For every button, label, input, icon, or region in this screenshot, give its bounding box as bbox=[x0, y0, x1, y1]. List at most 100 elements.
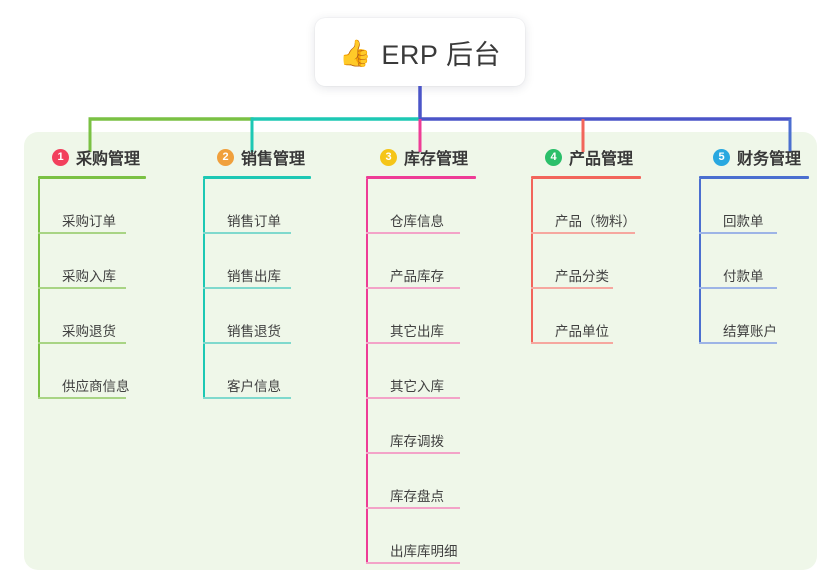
module-item-label: 产品分类 bbox=[555, 269, 609, 284]
module-item-label: 产品库存 bbox=[390, 269, 444, 284]
module-number-badge: 4 bbox=[545, 148, 562, 166]
module-item[interactable]: 库存盘点 bbox=[366, 454, 476, 509]
module-item-label: 采购入库 bbox=[62, 269, 116, 284]
module-item-rule bbox=[203, 397, 291, 399]
thumbs-up-icon: 👍 bbox=[339, 38, 372, 68]
module-item[interactable]: 客户信息 bbox=[203, 344, 311, 399]
module-item-label: 供应商信息 bbox=[62, 379, 130, 394]
module-item-rule bbox=[366, 507, 460, 509]
module-item[interactable]: 供应商信息 bbox=[38, 344, 146, 399]
module-item[interactable]: 产品单位 bbox=[531, 289, 641, 344]
module-number-badge: 5 bbox=[713, 148, 730, 166]
module-item-label: 其它入库 bbox=[390, 379, 444, 394]
module-column: 2 销售管理销售订单销售出库销售退货客户信息 bbox=[203, 146, 311, 399]
module-item-label: 回款单 bbox=[723, 214, 764, 229]
module-title: 库存管理 bbox=[404, 151, 469, 168]
module-item[interactable]: 采购订单 bbox=[38, 179, 146, 234]
module-item-label: 采购退货 bbox=[62, 324, 116, 339]
module-item-label: 库存盘点 bbox=[390, 489, 444, 504]
module-item-label: 付款单 bbox=[723, 269, 764, 284]
module-item-rule bbox=[699, 342, 777, 344]
module-item[interactable]: 产品分类 bbox=[531, 234, 641, 289]
module-item-rule bbox=[699, 287, 777, 289]
module-item[interactable]: 其它入库 bbox=[366, 344, 476, 399]
module-item[interactable]: 产品库存 bbox=[366, 234, 476, 289]
module-item-label: 产品单位 bbox=[555, 324, 609, 339]
module-item[interactable]: 回款单 bbox=[699, 179, 809, 234]
module-header-rule bbox=[366, 176, 476, 179]
module-item[interactable]: 产品（物料） bbox=[531, 179, 641, 234]
module-item-list: 采购订单采购入库采购退货供应商信息 bbox=[38, 179, 146, 399]
module-item[interactable]: 其它出库 bbox=[366, 289, 476, 344]
module-number-badge: 3 bbox=[380, 148, 397, 166]
module-item[interactable]: 仓库信息 bbox=[366, 179, 476, 234]
module-item[interactable]: 销售出库 bbox=[203, 234, 311, 289]
module-item-rule bbox=[38, 397, 126, 399]
module-item-rule bbox=[366, 232, 460, 234]
module-item-rule bbox=[38, 232, 126, 234]
module-item-label: 销售订单 bbox=[227, 214, 281, 229]
module-item-rule bbox=[531, 232, 635, 234]
module-header-rule bbox=[699, 176, 809, 179]
module-item[interactable]: 销售退货 bbox=[203, 289, 311, 344]
module-item-rule bbox=[366, 452, 460, 454]
module-item-label: 销售出库 bbox=[227, 269, 281, 284]
module-item-label: 客户信息 bbox=[227, 379, 281, 394]
module-spine bbox=[38, 179, 40, 399]
module-column: 3 库存管理仓库信息产品库存其它出库其它入库库存调拨库存盘点出库库明细 bbox=[366, 146, 476, 564]
module-item-rule bbox=[366, 397, 460, 399]
module-item-list: 仓库信息产品库存其它出库其它入库库存调拨库存盘点出库库明细 bbox=[366, 179, 476, 564]
module-header[interactable]: 4 产品管理 bbox=[531, 146, 641, 168]
module-spine bbox=[203, 179, 205, 399]
module-item-rule bbox=[203, 287, 291, 289]
module-item-list: 销售订单销售出库销售退货客户信息 bbox=[203, 179, 311, 399]
module-number-badge: 2 bbox=[217, 148, 234, 166]
module-item-rule bbox=[38, 287, 126, 289]
root-node-erp-backend[interactable]: 👍 ERP 后台 bbox=[315, 18, 525, 86]
root-node-title: ERP 后台 bbox=[381, 39, 501, 70]
module-title: 产品管理 bbox=[569, 151, 634, 168]
module-item-label: 采购订单 bbox=[62, 214, 116, 229]
module-item[interactable]: 采购退货 bbox=[38, 289, 146, 344]
module-header-rule bbox=[203, 176, 311, 179]
module-item-rule bbox=[366, 342, 460, 344]
module-item-rule bbox=[203, 342, 291, 344]
module-item[interactable]: 采购入库 bbox=[38, 234, 146, 289]
module-spine bbox=[531, 179, 533, 344]
module-column: 4 产品管理产品（物料） 产品分类产品单位 bbox=[531, 146, 641, 344]
module-item-label: 库存调拨 bbox=[390, 434, 444, 449]
module-item-rule bbox=[531, 342, 613, 344]
module-item-rule bbox=[531, 287, 613, 289]
module-item-label: 结算账户 bbox=[723, 324, 777, 339]
module-header[interactable]: 5 财务管理 bbox=[699, 146, 809, 168]
module-item[interactable]: 出库库明细 bbox=[366, 509, 476, 564]
module-title: 销售管理 bbox=[241, 151, 306, 168]
module-item[interactable]: 付款单 bbox=[699, 234, 809, 289]
module-item-rule bbox=[366, 562, 460, 564]
module-spine bbox=[699, 179, 701, 344]
module-item-rule bbox=[366, 287, 460, 289]
module-item-label: 产品（物料） bbox=[555, 214, 636, 229]
module-item-list: 回款单付款单结算账户 bbox=[699, 179, 809, 344]
module-item-rule bbox=[699, 232, 777, 234]
module-title: 财务管理 bbox=[737, 151, 802, 168]
module-header[interactable]: 2 销售管理 bbox=[203, 146, 311, 168]
module-column: 5 财务管理回款单付款单结算账户 bbox=[699, 146, 809, 344]
module-spine bbox=[366, 179, 368, 564]
module-item[interactable]: 库存调拨 bbox=[366, 399, 476, 454]
module-item-label: 其它出库 bbox=[390, 324, 444, 339]
module-header[interactable]: 3 库存管理 bbox=[366, 146, 476, 168]
module-header-rule bbox=[531, 176, 641, 179]
module-header-rule bbox=[38, 176, 146, 179]
module-title: 采购管理 bbox=[76, 151, 141, 168]
module-item-rule bbox=[203, 232, 291, 234]
module-item[interactable]: 销售订单 bbox=[203, 179, 311, 234]
module-item[interactable]: 结算账户 bbox=[699, 289, 809, 344]
module-item-rule bbox=[38, 342, 126, 344]
module-item-label: 仓库信息 bbox=[390, 214, 444, 229]
modules-panel bbox=[24, 132, 817, 570]
module-item-label: 销售退货 bbox=[227, 324, 281, 339]
